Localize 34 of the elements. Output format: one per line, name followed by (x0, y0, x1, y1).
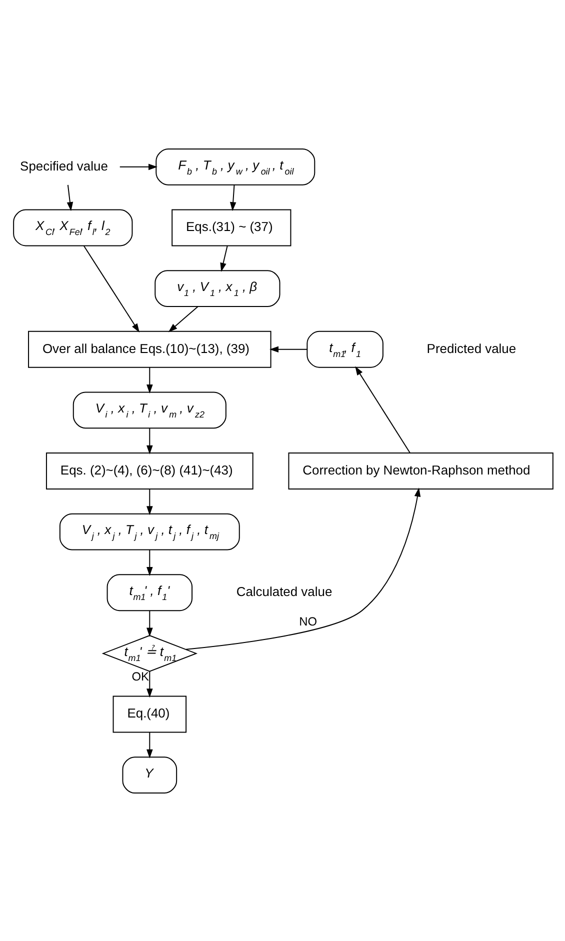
node-box: Correction by Newton-Raphson method (288, 452, 554, 489)
arrow (220, 244, 228, 272)
edge-label: NO (299, 614, 318, 628)
node-box: v$_{1}$ , V$_{1}$ , x$_{1}$ , β (154, 270, 280, 306)
arrow (355, 366, 410, 453)
arrow (146, 548, 153, 576)
node-diamond: t$_{m1}$' ≟ t$_{m1}$ (102, 634, 198, 672)
arrow (146, 670, 153, 698)
arrow (168, 306, 198, 332)
node-box: t$_{m1}$, f$_{1}$ (306, 330, 384, 368)
node-label: Calculated value (236, 584, 332, 599)
node-box: t$_{m1}$' , f$_{1}$' (106, 574, 193, 611)
arrow (83, 244, 140, 332)
arrow (119, 163, 158, 170)
node-box: Eq.(40) (112, 695, 187, 732)
arrow (146, 610, 153, 636)
arrow (146, 427, 153, 454)
arrow (270, 346, 308, 352)
node-box: V$_{j}$ , x$_{j}$ , T$_{j}$ , v$_{j}$ , t$_{j}$ , f$_{j}$ , t$_{mj}$ (59, 512, 240, 550)
arrow (230, 184, 236, 211)
node-box: Over all balance Eqs.(10)~(13), (39) (28, 330, 272, 368)
node-box: Eqs. (2)~(4), (6)~(8) (41)~(43) (46, 452, 254, 489)
arrow (146, 488, 153, 515)
node-box: Eqs.(31) ~ (37) (172, 208, 292, 246)
node-text: Specified value (20, 158, 108, 173)
arrow (66, 184, 74, 211)
node-box: Y (122, 756, 178, 793)
node-box: F$_{b}$ , T$_{b}$ , y$_{w}$ , y$_{oil}$ , t$_{oil}$ (156, 148, 316, 185)
arrow (146, 366, 153, 394)
arrow (185, 487, 421, 650)
arrow (146, 731, 153, 758)
node-label: Predicted value (426, 340, 516, 356)
node-box: V$_{i}$ , x$_{i}$ , T$_{i}$ , v$_{m}$ , v$_{z2}$ (72, 391, 226, 428)
edge-label: OK (132, 669, 149, 684)
